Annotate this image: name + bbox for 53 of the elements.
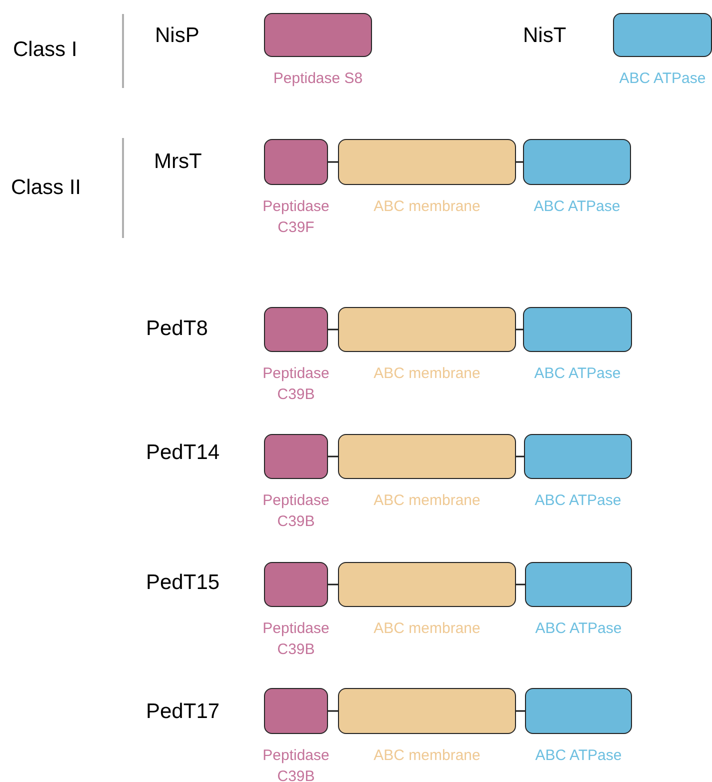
protein-name: PedT8 [146, 317, 208, 341]
domain-label: ABC ATPase [534, 491, 622, 511]
domain-box [264, 13, 372, 57]
linker-line [516, 584, 525, 586]
domain-box [338, 434, 516, 479]
domain-box [264, 139, 328, 185]
domain-label: ABC membrane [372, 197, 482, 217]
domain-label: ABC ATPase [534, 619, 623, 639]
domain-label: ABC membrane [372, 746, 482, 766]
domain-box [524, 434, 632, 479]
protein-name: PedT17 [146, 700, 220, 724]
linker-line [328, 710, 338, 712]
domain-box [264, 562, 328, 607]
domain-box [523, 307, 632, 352]
linker-line [516, 710, 525, 712]
domain-label: ABC ATPase [533, 364, 622, 384]
linker-line [516, 456, 524, 458]
domain-label: ABC membrane [372, 619, 482, 639]
domain-box [613, 13, 712, 57]
domain-label: ABC membrane [372, 364, 482, 384]
domain-box [338, 139, 516, 185]
protein-name: NisT [523, 24, 566, 48]
domain-label: ABC ATPase [534, 746, 623, 766]
linker-line [328, 328, 338, 330]
domain-label: Peptidase C39B [262, 491, 330, 532]
linker-line [516, 161, 523, 163]
domain-label: ABC membrane [372, 491, 482, 511]
protein-name: MrsT [154, 150, 202, 174]
domain-box [264, 688, 328, 734]
linker-line [516, 328, 523, 330]
protein-name: PedT14 [146, 441, 220, 465]
domain-box [338, 562, 516, 607]
class-label: Class II [11, 176, 82, 200]
domain-label: Peptidase C39B [262, 619, 330, 660]
domain-box [525, 688, 632, 734]
domain-label: Peptidase C39F [262, 197, 330, 238]
domain-label: Peptidase C39B [262, 364, 330, 405]
domain-box [264, 307, 328, 352]
domain-label: ABC ATPase [532, 197, 622, 217]
linker-line [328, 584, 338, 586]
domain-label: Peptidase S8 [272, 69, 364, 89]
domain-box [338, 307, 516, 352]
class-label: Class I [13, 38, 78, 62]
domain-label: ABC ATPase [618, 69, 707, 89]
linker-line [328, 161, 338, 163]
domain-box [264, 434, 328, 479]
domain-label: Peptidase C39B [262, 746, 330, 782]
domain-box [525, 562, 632, 607]
domain-box [338, 688, 516, 734]
domain-box [523, 139, 631, 185]
linker-line [328, 456, 338, 458]
protein-name: NisP [155, 24, 200, 48]
protein-name: PedT15 [146, 571, 220, 595]
